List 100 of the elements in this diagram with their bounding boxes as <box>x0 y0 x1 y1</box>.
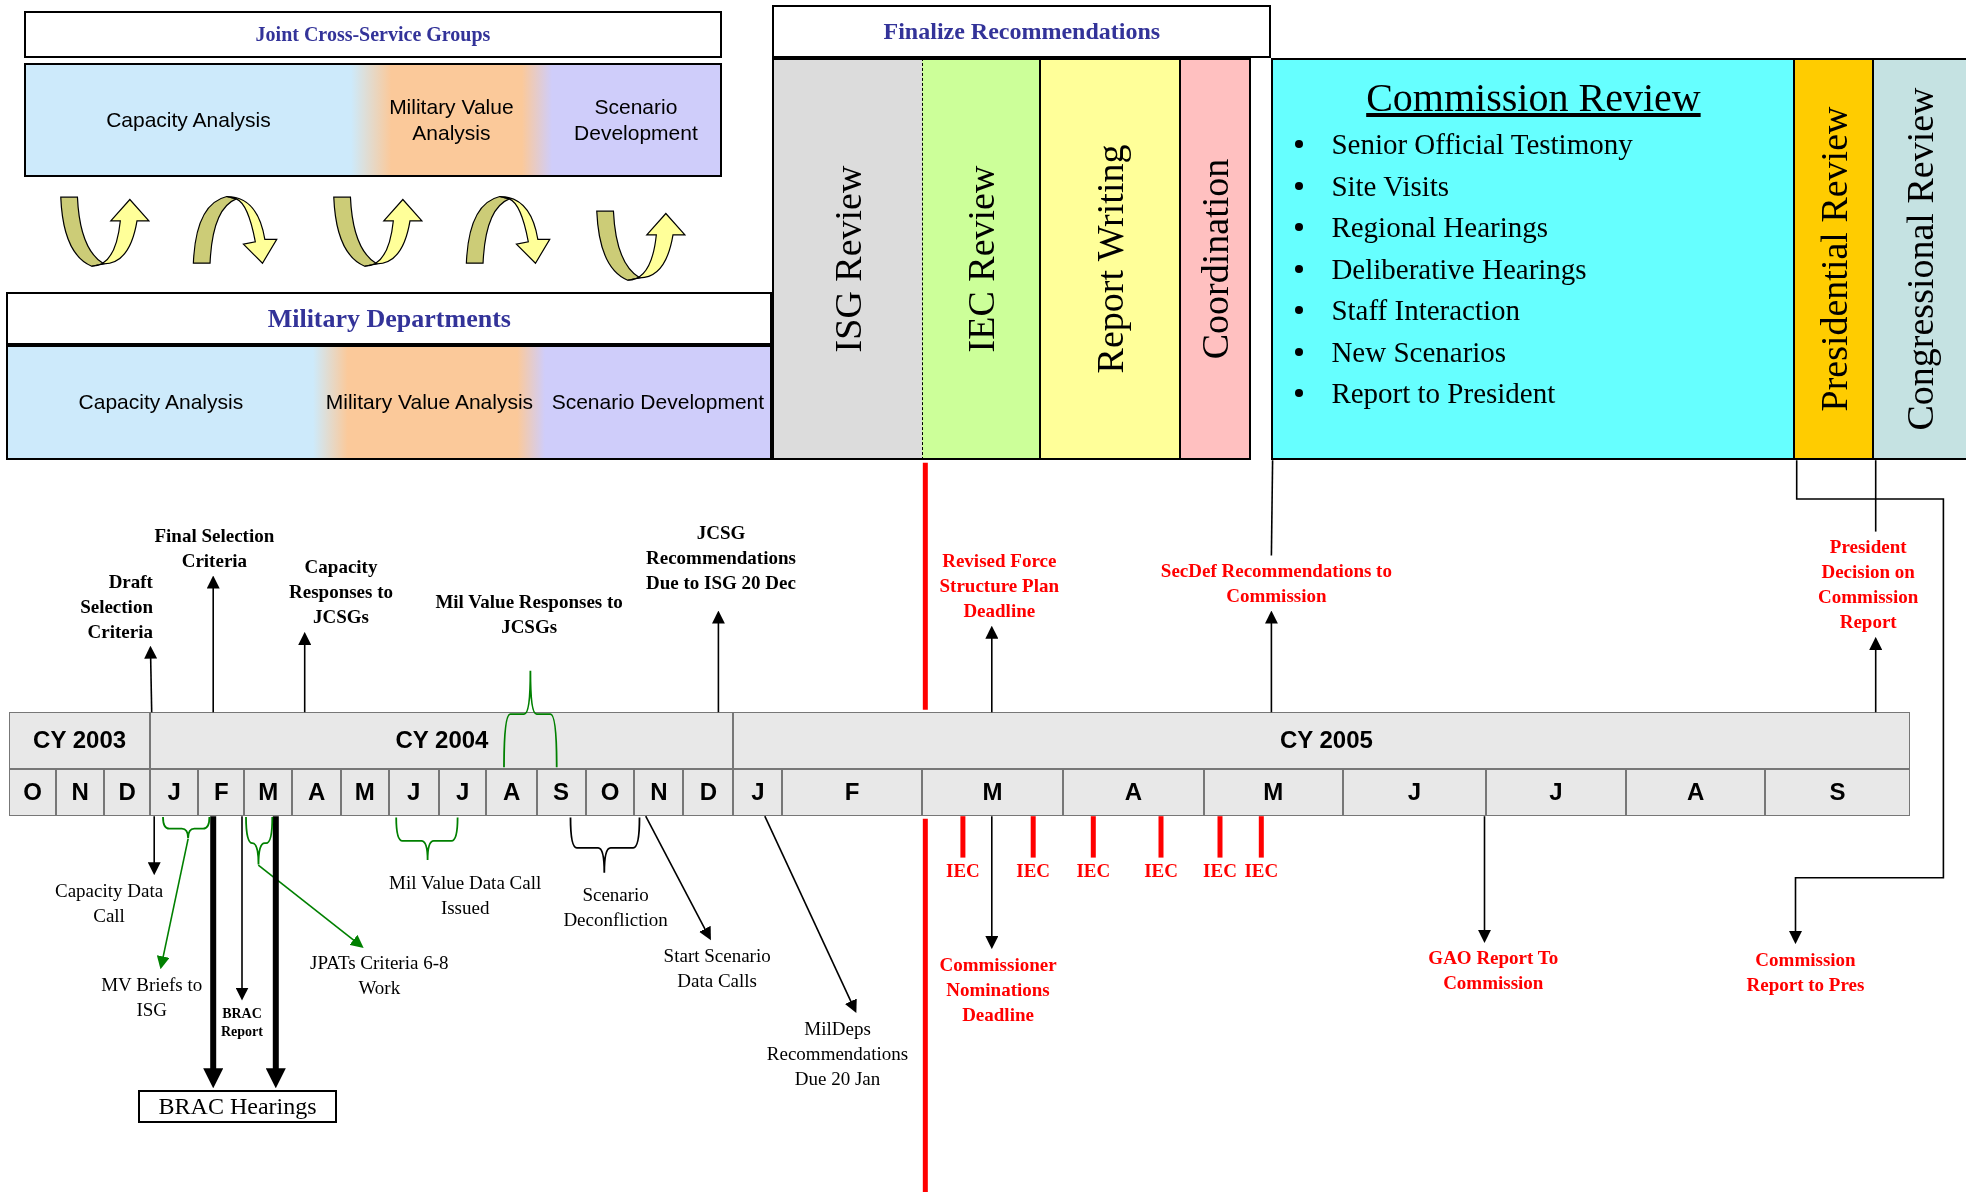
bullet-item: Report to President <box>1331 376 1556 412</box>
arrow <box>1478 815 1491 943</box>
connector-line <box>1270 459 1274 557</box>
month-cell: J <box>1342 768 1486 817</box>
month-cell: S <box>1765 768 1910 817</box>
group-header-box <box>23 11 723 58</box>
analysis-band <box>551 62 723 177</box>
month-cell: A <box>1626 768 1766 817</box>
bullet-item: Senior Official Testimony <box>1331 127 1633 163</box>
event-label: Revised Force Structure Plan Deadline <box>930 546 1069 625</box>
tick-mark <box>1030 816 1036 858</box>
tick-mark <box>1258 816 1264 858</box>
group-title: Finalize Recommendations <box>883 17 1161 47</box>
month-cell: F <box>198 768 245 817</box>
arrow <box>265 816 286 1089</box>
arrow <box>711 610 725 713</box>
phase-column <box>772 57 922 461</box>
phase-label: ISG Review <box>826 165 869 353</box>
phase-label: Congressional Review <box>1899 87 1942 431</box>
phase-column <box>1181 57 1252 461</box>
arrow <box>144 645 158 713</box>
month-cell: S <box>536 768 586 817</box>
group-header-box <box>6 292 773 345</box>
year-cell: CY 2003 <box>8 712 151 769</box>
brace <box>163 817 210 839</box>
event-label: SecDef Recommendations to Commission <box>1143 556 1410 610</box>
month-cell: M <box>921 768 1064 817</box>
month-cell: D <box>683 768 734 817</box>
month-cell: J <box>388 768 439 817</box>
review-label: IEC <box>942 858 983 884</box>
month-cell: M <box>341 768 389 817</box>
month-cell: A <box>292 768 342 817</box>
month-cell: J <box>1485 768 1627 817</box>
group-header-box <box>772 5 1272 58</box>
analysis-band <box>6 344 314 461</box>
arrow <box>257 864 364 948</box>
analysis-band <box>545 344 773 461</box>
connector-line <box>1874 459 1877 533</box>
event-label: Commissioner Nominations Deadline <box>932 950 1064 1029</box>
bullet-item: Site Visits <box>1331 168 1450 204</box>
event-label: BRAC Report <box>216 1001 268 1045</box>
arrow <box>985 815 999 950</box>
arrow <box>203 816 224 1089</box>
review-label: IEC <box>1013 858 1054 884</box>
year-cell: CY 2005 <box>733 712 1910 769</box>
analysis-band <box>313 344 546 461</box>
month-cell: J <box>150 768 199 817</box>
band-label: Capacity Analysis <box>106 106 271 133</box>
bullet-item: Regional Hearings <box>1331 210 1548 246</box>
month-cell: J <box>438 768 487 817</box>
year-cell: CY 2004 <box>150 712 734 769</box>
arrow <box>1789 459 1945 945</box>
band-label: Military Value Analysis <box>388 93 515 146</box>
band-label: Capacity Analysis <box>78 389 244 416</box>
box-title: BRAC Hearings <box>158 1092 317 1121</box>
event-label: Capacity Data Call <box>37 876 181 930</box>
phase-column <box>1795 57 1875 461</box>
month-cell: M <box>1203 768 1343 817</box>
bullet-item: Deliberative Hearings <box>1331 251 1587 287</box>
review-label: IEC <box>1241 858 1282 884</box>
brace <box>245 817 273 866</box>
tick-mark <box>1158 816 1164 858</box>
event-label: MV Briefs to ISG <box>95 970 209 1024</box>
event-label: GAO Report To Commission <box>1411 944 1575 997</box>
panel-title: Commission Review <box>1366 73 1701 122</box>
review-label: IEC <box>1073 858 1114 884</box>
bullet-item: Staff Interaction <box>1331 293 1521 329</box>
arrow <box>147 815 161 876</box>
analysis-band <box>23 62 352 177</box>
bullet-item: New Scenarios <box>1331 334 1507 370</box>
event-label: President Decision on Commission Report <box>1805 532 1931 636</box>
event-label: Start Scenario Data Calls <box>649 941 785 995</box>
arrow <box>235 815 249 1001</box>
hearing-box <box>137 1089 338 1124</box>
phase-label: Presidential Review <box>1812 106 1855 412</box>
month-cell: O <box>8 768 57 817</box>
month-cell: N <box>56 768 105 817</box>
phase-column <box>1040 57 1182 461</box>
event-label: JPATs Criteria 6-8 Work <box>307 949 452 1002</box>
arrow <box>1264 610 1278 713</box>
phase-panel <box>1271 57 1796 461</box>
arrow <box>644 815 711 941</box>
arrow <box>298 631 312 713</box>
phase-column <box>1874 57 1966 461</box>
group-title: Joint Cross-Service Groups <box>255 22 491 48</box>
band-label: Scenario Development <box>551 389 765 416</box>
group-title: Military Departments <box>267 302 511 335</box>
arrow <box>156 838 189 970</box>
month-cell: J <box>733 768 783 817</box>
month-cell: A <box>486 768 537 817</box>
month-cell: O <box>585 768 635 817</box>
arrow <box>764 815 857 1014</box>
month-cell: A <box>1063 768 1204 817</box>
event-label: MilDeps Recommendations Due 20 Jan <box>757 1014 918 1093</box>
month-cell: N <box>634 768 684 817</box>
review-label: IEC <box>1140 858 1182 884</box>
arrow <box>985 625 999 713</box>
arrow <box>1869 636 1883 713</box>
phase-label: Report Writing <box>1088 144 1131 374</box>
tick-mark <box>1090 816 1096 858</box>
